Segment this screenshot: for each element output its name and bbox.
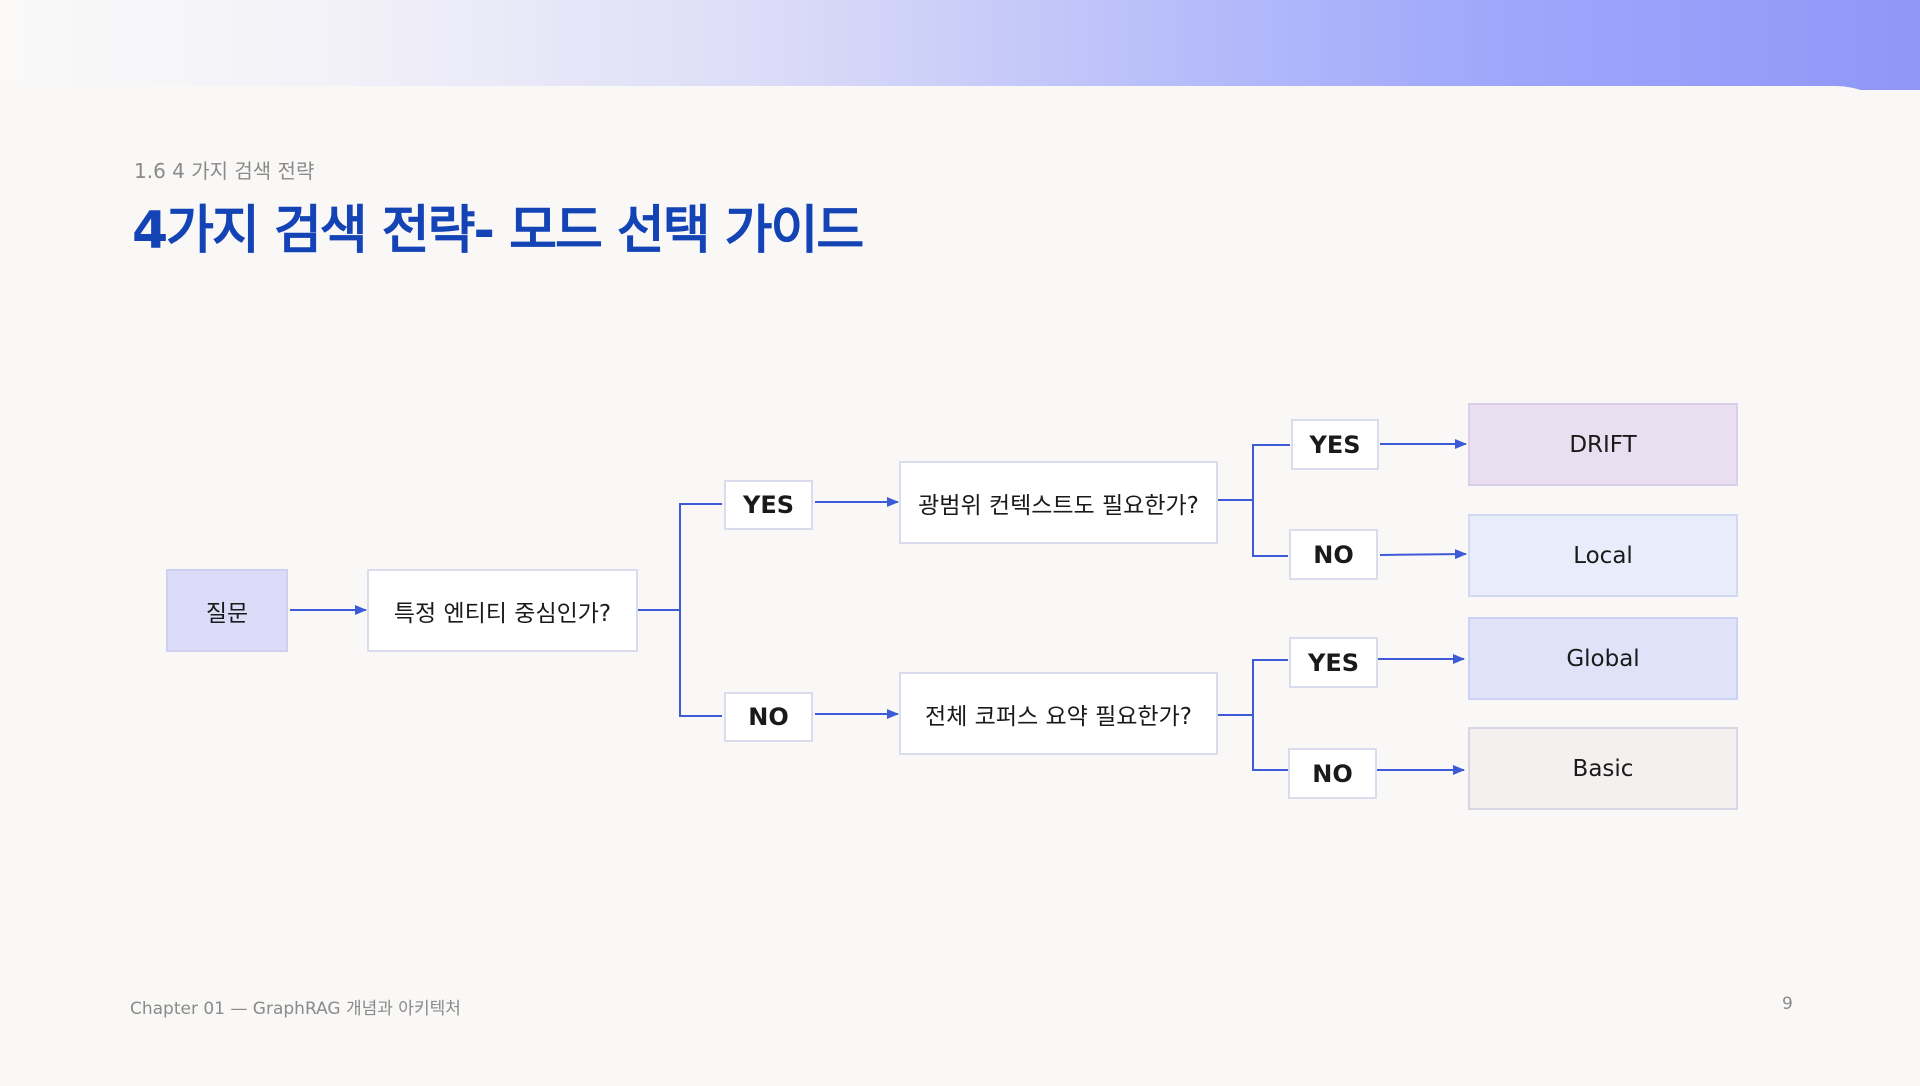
outcome-drift: DRIFT <box>1468 403 1738 486</box>
outcome-global: Global <box>1468 617 1738 700</box>
label-q3-no: NO <box>1288 748 1377 799</box>
header-gradient-band <box>0 0 1920 90</box>
label-q2-no: NO <box>1289 529 1378 580</box>
arrow-to-local <box>1379 549 1467 560</box>
branch-q3 <box>1218 659 1288 716</box>
label-q2-yes: YES <box>1291 419 1379 470</box>
outcome-local: Local <box>1468 514 1738 597</box>
footer-chapter: Chapter 01 — GraphRAG 개념과 아키텍처 <box>130 999 461 1019</box>
decision-broad-context: 광범위 컨텍스트도 필요한가? <box>899 461 1218 544</box>
page-title: 4가지 검색 전략- 모드 선택 가이드 <box>132 201 864 261</box>
label-q1-no: NO <box>724 692 813 742</box>
decision-corpus-summary: 전체 코퍼스 요약 필요한가? <box>899 672 1218 755</box>
decision-entity-centric: 특정 엔티티 중심인가? <box>367 569 638 652</box>
section-label: 1.6 4 가지 검색 전략 <box>134 159 315 183</box>
branch-q2 <box>1218 444 1290 501</box>
page-number: 9 <box>1782 994 1793 1014</box>
branch-q2-no <box>1252 500 1288 557</box>
label-q3-yes: YES <box>1289 637 1378 688</box>
start-node-question: 질문 <box>166 569 288 652</box>
branch-q3-no <box>1252 715 1288 771</box>
label-q1-yes: YES <box>724 480 813 530</box>
outcome-basic: Basic <box>1468 727 1738 810</box>
branch-q1 <box>638 503 722 611</box>
branch-q1-no <box>679 610 722 717</box>
